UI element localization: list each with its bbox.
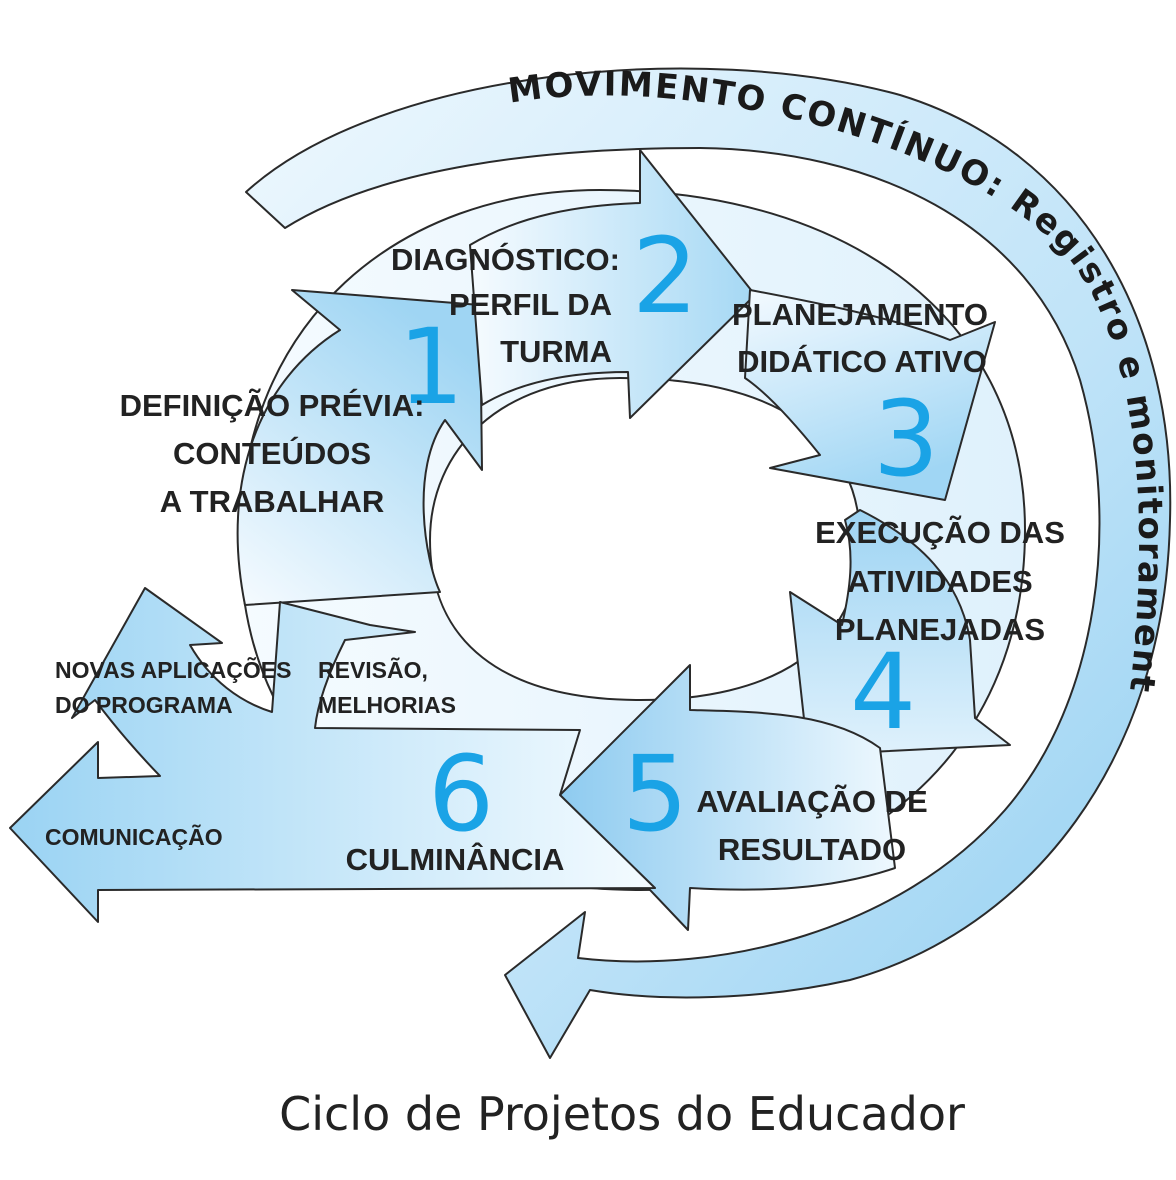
stage-5-arrow bbox=[559, 664, 896, 931]
stage-3-label: PLANEJAMENTO DIDÁTICO ATIVO bbox=[732, 297, 988, 379]
stage-1-line: CONTEÚDOS bbox=[173, 435, 371, 471]
outer-continuous-arrow bbox=[245, 67, 1172, 1059]
stage-1-line: DEFINIÇÃO PRÉVIA: bbox=[120, 388, 425, 423]
stage-6-arrow bbox=[9, 587, 656, 923]
stage-4-number: 4 bbox=[850, 631, 916, 753]
branch-revisao-line: REVISÃO, bbox=[318, 656, 428, 683]
stage-2-line: TURMA bbox=[500, 334, 612, 369]
stage-5-label: AVALIAÇÃO DE RESULTADO bbox=[696, 784, 927, 867]
stage-5-number: 5 bbox=[622, 733, 688, 855]
diagram-caption: Ciclo de Projetos do Educador bbox=[279, 1087, 965, 1141]
stage-3-line: PLANEJAMENTO bbox=[732, 297, 988, 332]
stage-4-line: ATIVIDADES bbox=[847, 564, 1032, 599]
stage-3-line: DIDÁTICO ATIVO bbox=[737, 344, 987, 379]
branch-revisao-label: REVISÃO, MELHORIAS bbox=[318, 656, 456, 718]
stage-4-line: PLANEJADAS bbox=[835, 612, 1045, 647]
stage-5-line: AVALIAÇÃO DE bbox=[696, 784, 927, 819]
stage-4-label: EXECUÇÃO DAS ATIVIDADES PLANEJADAS bbox=[815, 515, 1065, 647]
stage-5-line: RESULTADO bbox=[718, 832, 906, 867]
branch-novas-line: NOVAS APLICAÇÕES bbox=[55, 656, 291, 683]
stage-2-line: DIAGNÓSTICO: bbox=[391, 241, 620, 277]
branch-revisao-line: MELHORIAS bbox=[318, 692, 456, 718]
stage-6-label: CULMINÂNCIA bbox=[346, 841, 565, 877]
stage-3-arrow bbox=[744, 289, 996, 501]
stage-1-label: DEFINIÇÃO PRÉVIA: CONTEÚDOS A TRABALHAR bbox=[120, 388, 425, 519]
stage-3-number: 3 bbox=[873, 378, 939, 500]
stage-1-line: A TRABALHAR bbox=[160, 484, 384, 519]
stage-1-number: 1 bbox=[398, 306, 464, 428]
stage-4-arrow bbox=[789, 509, 1011, 756]
branch-novas-label: NOVAS APLICAÇÕES DO PROGRAMA bbox=[55, 656, 291, 718]
stage-1-arrow bbox=[236, 289, 483, 606]
stage-6-number: 6 bbox=[428, 733, 494, 855]
stage-2-number: 2 bbox=[632, 215, 698, 337]
branch-novas-line: DO PROGRAMA bbox=[55, 692, 233, 718]
stage-2-label: DIAGNÓSTICO: PERFIL DA TURMA bbox=[391, 241, 620, 369]
branch-comunicacao-label: COMUNICAÇÃO bbox=[45, 823, 223, 850]
stage-2-line: PERFIL DA bbox=[449, 287, 612, 322]
stage-4-line: EXECUÇÃO DAS bbox=[815, 515, 1065, 550]
